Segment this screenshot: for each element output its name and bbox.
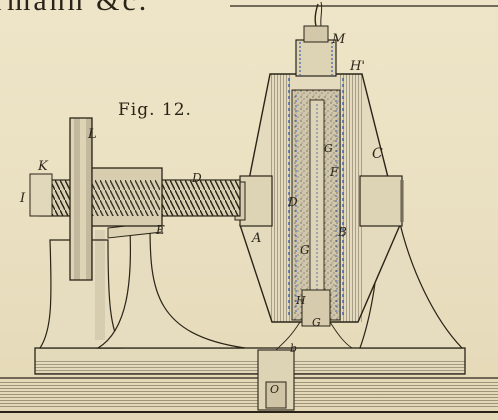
label-b: b xyxy=(290,342,297,355)
hand-wheel xyxy=(69,117,93,281)
left-pedestal xyxy=(38,230,124,349)
label-K: K xyxy=(37,159,49,174)
label-G-upper: G xyxy=(324,142,333,155)
label-A: A xyxy=(251,231,261,246)
main-cylinder xyxy=(239,73,401,327)
label-H-prime: H' xyxy=(349,59,365,74)
label-M: M xyxy=(331,32,346,47)
screw-shaft xyxy=(29,167,241,227)
label-B: B xyxy=(337,225,347,239)
label-D-screw: D xyxy=(191,171,202,185)
label-L: L xyxy=(87,127,97,142)
top-gland xyxy=(295,1,337,77)
label-G-mid: G xyxy=(300,243,310,257)
drain-pipe xyxy=(257,321,353,411)
floor xyxy=(0,377,498,413)
label-I: I xyxy=(19,191,26,206)
figure-caption: Fig. 12. xyxy=(118,100,192,120)
label-O: O xyxy=(270,383,279,396)
label-C: C xyxy=(372,146,383,162)
label-G-low: G xyxy=(312,316,321,329)
label-E: E xyxy=(155,223,165,237)
base-plate xyxy=(34,347,466,375)
center-pedestal xyxy=(95,221,246,349)
label-H: H xyxy=(295,294,306,307)
label-D-inner: D xyxy=(287,195,298,209)
label-F: F xyxy=(329,165,339,179)
page-header-fragment: rmann &c. xyxy=(0,0,150,17)
